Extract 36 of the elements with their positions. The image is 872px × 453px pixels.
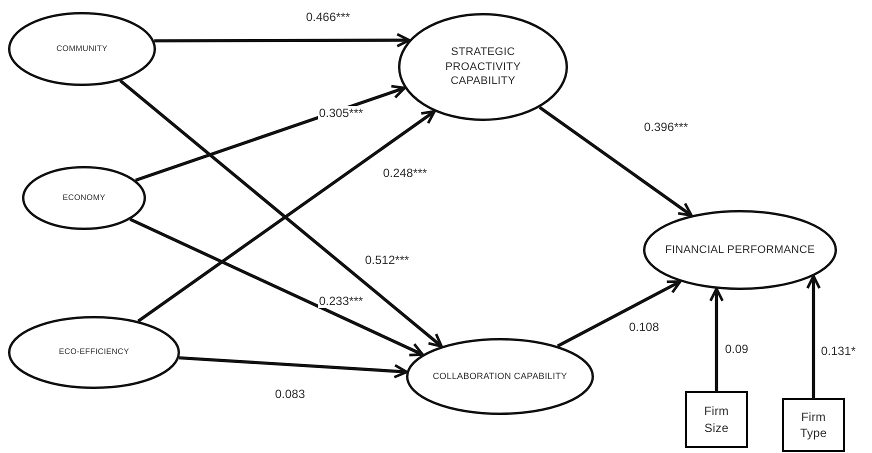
construct-label: COMMUNITY [55,44,109,54]
construct-label: Firm Size [703,403,730,436]
construct-ellipse [643,210,837,290]
arrow [119,79,443,348]
construct-ellipse [8,316,180,389]
path-coefficient: 0.512*** [364,253,410,267]
construct-ellipse [406,338,594,415]
variable-box [685,391,748,448]
arrow [154,32,411,48]
arrow [709,288,724,391]
path-coefficient: 0.233*** [318,294,364,308]
variable-box [782,398,845,452]
path-coefficient: 0.108 [628,320,660,334]
arrow [178,356,408,378]
construct-label: COLLABORATION CAPABILITY [432,370,568,383]
construct-label: STRATEGIC PROACTIVITY CAPABILITY [444,44,522,90]
path-coefficient: 0.083 [274,387,306,401]
path-coefficient: 0.09 [724,342,750,356]
construct-label: FINANCIAL PERFORMANCE [664,242,816,258]
arrow [137,110,436,322]
arrow [556,280,682,348]
arrow [130,218,424,356]
path-coefficient: 0.248*** [382,166,428,180]
arrow [806,274,821,398]
arrow [135,84,406,182]
construct-ellipse [22,166,146,230]
arrow [538,106,693,217]
construct-ellipse [398,13,568,121]
path-coefficient: 0.305*** [318,106,364,120]
construct-label: Firm Type [799,408,828,442]
path-coefficient: 0.466*** [305,10,352,24]
path-coefficient: 0.396*** [643,120,690,134]
construct-ellipse [8,12,156,86]
path-coefficient: 0.131* [820,344,857,358]
construct-label: ECONOMY [62,192,106,204]
construct-label: ECO-EFFICIENCY [58,347,130,358]
